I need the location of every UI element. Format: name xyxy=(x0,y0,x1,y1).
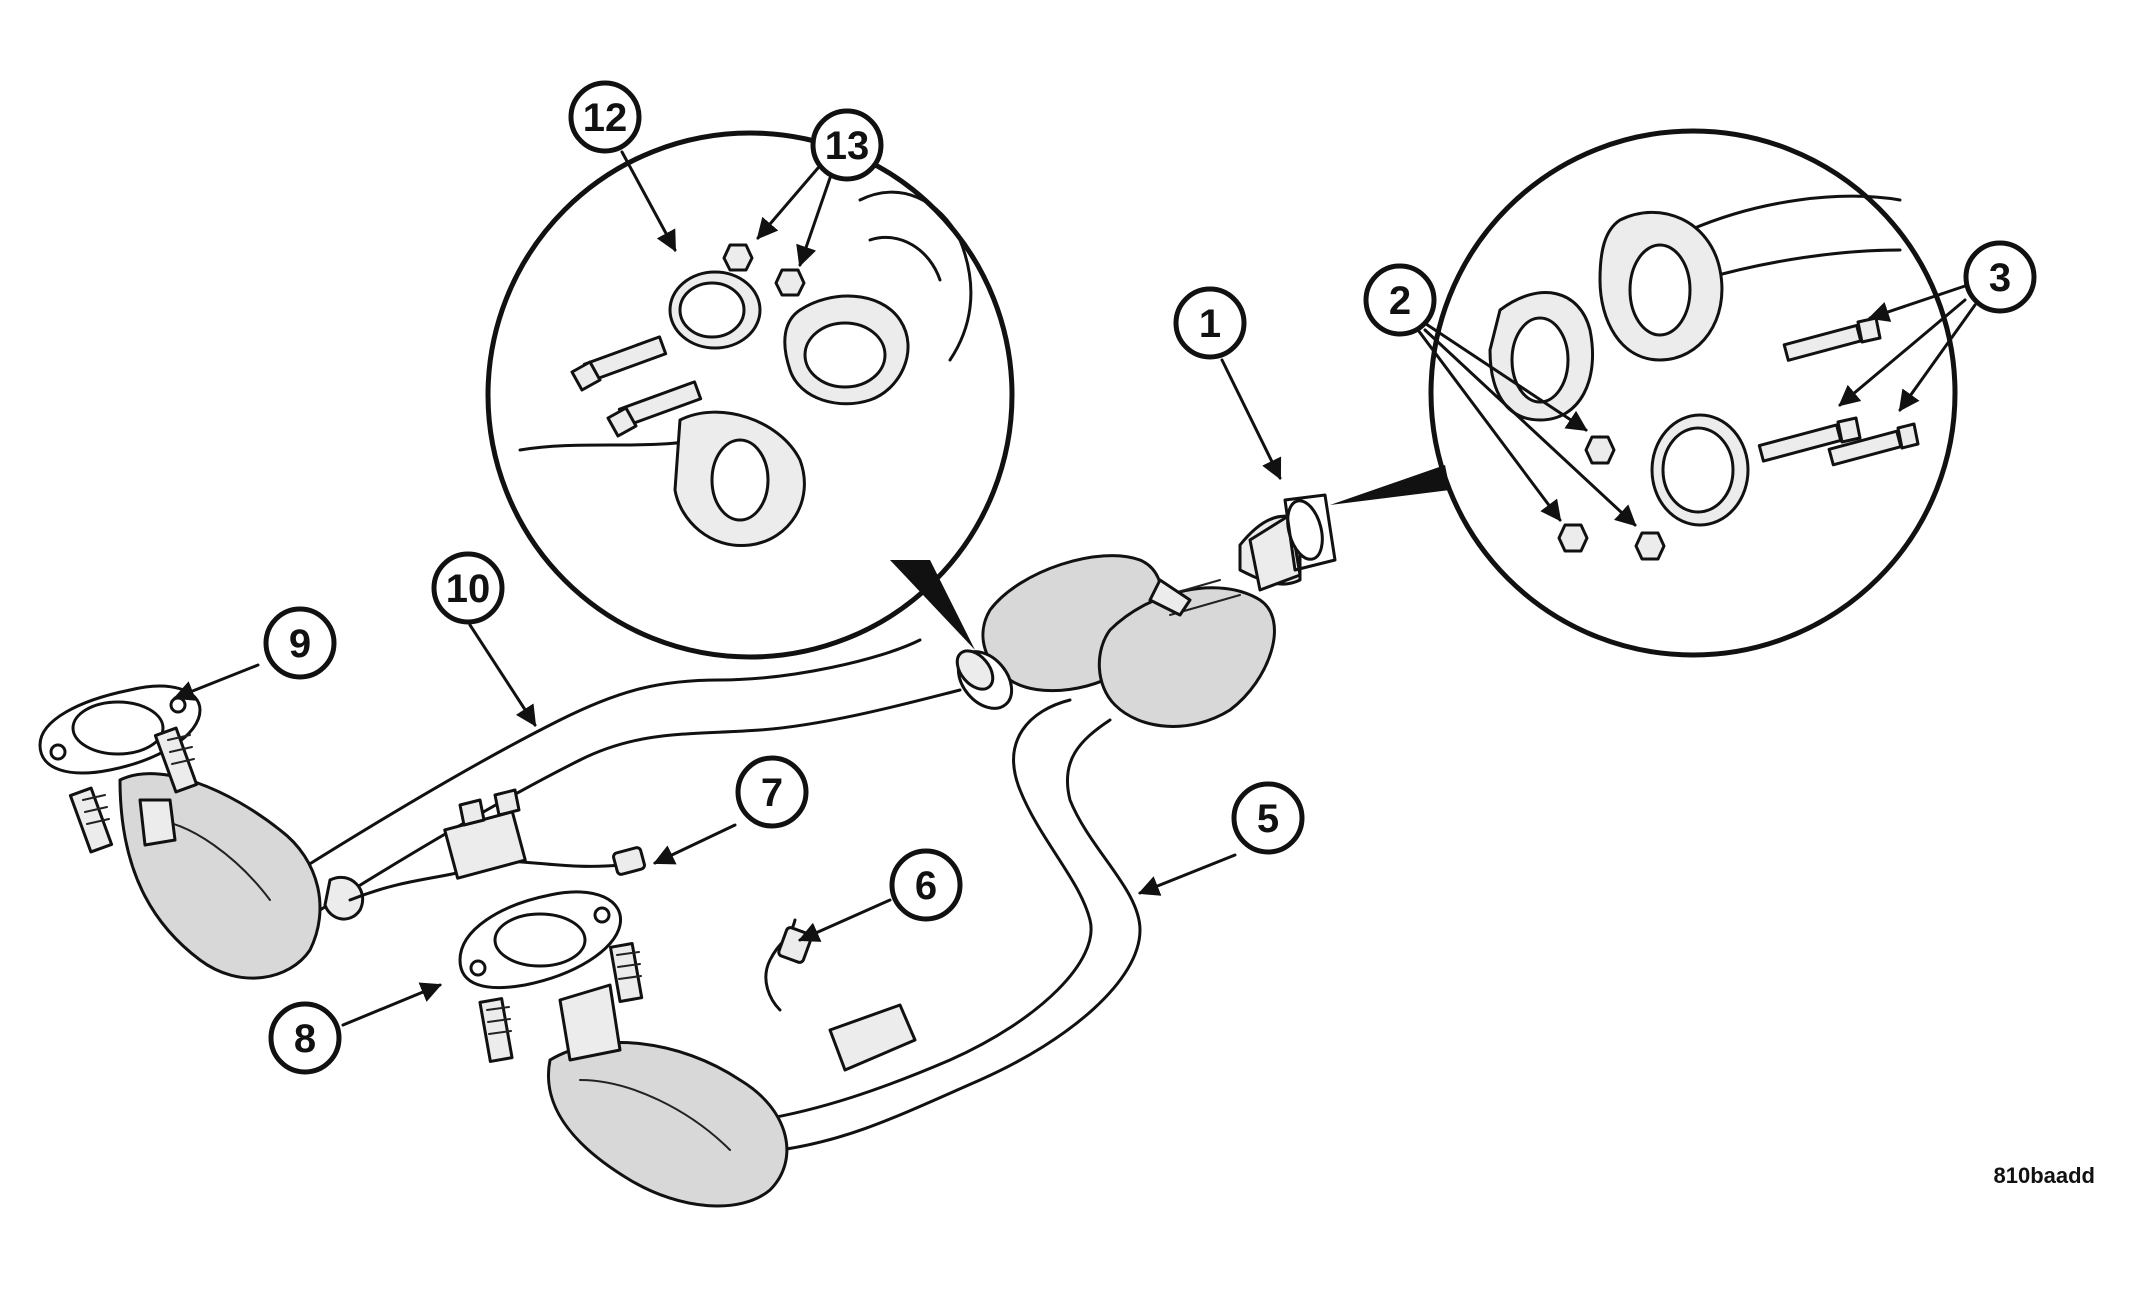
callout-1: 1 xyxy=(1173,286,1247,360)
leader-lines xyxy=(173,150,1977,1027)
oxygen-sensor-6 xyxy=(777,926,813,964)
junction-flange xyxy=(955,649,1014,710)
svg-text:8: 8 xyxy=(294,1017,316,1061)
callout-6: 6 xyxy=(889,848,963,922)
right-converter xyxy=(547,983,789,1208)
svg-text:13: 13 xyxy=(825,124,870,168)
svg-text:9: 9 xyxy=(289,622,311,666)
detail-outlet-pipe xyxy=(1598,194,1902,362)
svg-text:3: 3 xyxy=(1989,256,2011,300)
detail-gasket-12 xyxy=(668,270,762,350)
oxygen-sensor-7 xyxy=(612,846,646,876)
svg-text:1: 1 xyxy=(1199,302,1221,346)
callout-2: 2 xyxy=(1363,263,1437,337)
detail-nuts-13 xyxy=(722,243,806,297)
callout-9: 9 xyxy=(263,606,337,680)
right-manifold-flange xyxy=(458,890,623,989)
exhaust-assembly xyxy=(38,493,1337,1208)
detail-inlet-flange xyxy=(1488,291,1595,422)
oxygen-sensor-wiring xyxy=(348,788,797,1012)
left-flange-studs xyxy=(68,726,199,854)
callout-7: 7 xyxy=(735,755,809,829)
detail-bolts xyxy=(570,335,703,438)
detail-view-junction xyxy=(485,130,1015,660)
callout-8: 8 xyxy=(268,1001,342,1075)
outlet-flange-1 xyxy=(1248,493,1337,592)
detail-pipe-lower xyxy=(518,410,806,548)
svg-text:6: 6 xyxy=(915,864,937,908)
detail-view-outlet xyxy=(1330,128,1958,658)
callout-5: 5 xyxy=(1231,781,1305,855)
upper-crossover-pipe xyxy=(298,638,962,912)
callout-12: 12 xyxy=(568,80,642,154)
callout-10: 10 xyxy=(431,551,505,625)
lower-pipe xyxy=(758,698,1142,1152)
svg-text:2: 2 xyxy=(1389,279,1411,323)
svg-text:12: 12 xyxy=(583,96,628,140)
svg-text:10: 10 xyxy=(446,567,491,611)
svg-text:5: 5 xyxy=(1257,797,1279,841)
callout-13: 13 xyxy=(810,108,884,182)
detail-bolts-3 xyxy=(1757,316,1920,467)
right-flange-studs xyxy=(478,942,644,1063)
callout-3: 3 xyxy=(1963,240,2037,314)
detail-pipe-upper xyxy=(783,190,973,406)
svg-text:7: 7 xyxy=(761,771,783,815)
detail-gasket xyxy=(1650,413,1750,527)
detail-nuts-2 xyxy=(1557,435,1666,561)
figure-code: 810baadd xyxy=(1994,1163,2096,1188)
